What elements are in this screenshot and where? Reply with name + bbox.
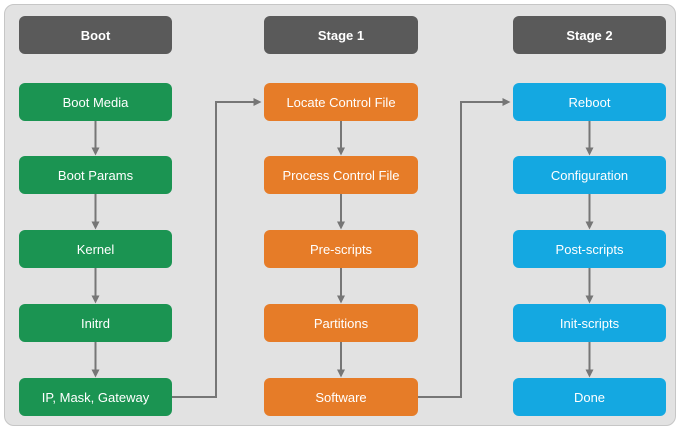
- diagram-panel: Boot Boot Media Boot Params Kernel Initr…: [4, 4, 676, 426]
- column-stage2: Stage 2 Reboot Configuration Post-script…: [5, 5, 675, 425]
- node-configuration: Configuration: [513, 156, 666, 194]
- node-done: Done: [513, 378, 666, 416]
- node-pre-scripts: Pre-scripts: [264, 230, 418, 268]
- node-software: Software: [264, 378, 418, 416]
- node-init-scripts: Init-scripts: [513, 304, 666, 342]
- header-boot: Boot: [19, 16, 172, 54]
- node-kernel: Kernel: [19, 230, 172, 268]
- column-stage1: Stage 1 Locate Control File Process Cont…: [5, 5, 675, 425]
- node-boot-media: Boot Media: [19, 83, 172, 121]
- header-stage2: Stage 2: [513, 16, 666, 54]
- header-stage1: Stage 1: [264, 16, 418, 54]
- elbow-connector-boot-to-stage1: [172, 98, 262, 398]
- node-post-scripts: Post-scripts: [513, 230, 666, 268]
- elbow-connector-stage1-to-stage2: [418, 98, 511, 398]
- node-initrd: Initrd: [19, 304, 172, 342]
- node-process-control-file: Process Control File: [264, 156, 418, 194]
- node-boot-params: Boot Params: [19, 156, 172, 194]
- node-ip-mask-gateway: IP, Mask, Gateway: [19, 378, 172, 416]
- node-locate-control-file: Locate Control File: [264, 83, 418, 121]
- node-partitions: Partitions: [264, 304, 418, 342]
- connector-arrows: [91, 98, 594, 398]
- node-reboot: Reboot: [513, 83, 666, 121]
- column-boot: Boot Boot Media Boot Params Kernel Initr…: [5, 5, 675, 425]
